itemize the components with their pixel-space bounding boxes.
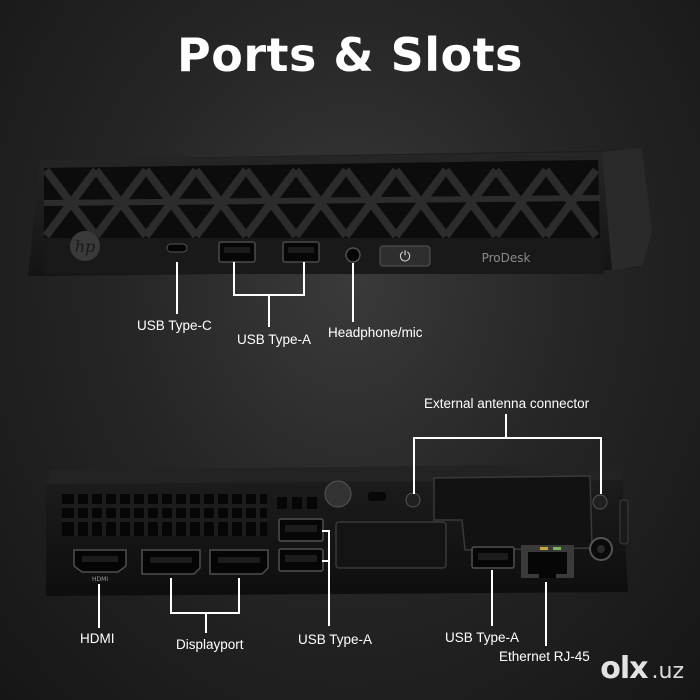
callout-line-usb-a-rear-top [322, 530, 330, 532]
label-hdmi: HDMI [80, 631, 115, 646]
headphone-jack [345, 247, 361, 263]
label-displayport: Displayport [176, 637, 244, 652]
front-panel: hp ⏻ ProDesk [28, 148, 652, 276]
callout-line-usb-a-single [491, 570, 493, 626]
hp-logo-icon [70, 231, 100, 261]
hdmi-print: HDMI [92, 576, 108, 583]
page-title: Ports & Slots [177, 28, 523, 82]
callout-line-usb-a-right [303, 262, 305, 295]
callout-line-antenna-right [600, 437, 602, 494]
hdmi-port [73, 549, 127, 573]
callout-line-antenna-left [413, 437, 415, 494]
io-cover [335, 521, 447, 569]
label-headphone-mic: Headphone/mic [328, 325, 423, 340]
callout-line-hdmi [98, 584, 100, 628]
callout-line-antenna-bar [413, 437, 602, 439]
olx-watermark: olx .uz [600, 651, 684, 686]
displayport-right [209, 549, 269, 575]
antenna-cap-right [592, 494, 608, 510]
callout-line-dp-right [238, 578, 240, 613]
callout-line-headphone [352, 263, 354, 322]
callout-line-antenna-stem [505, 414, 507, 438]
callout-line-ethernet [545, 582, 547, 646]
rear-panel: HDMI [46, 464, 629, 596]
callout-line-dp-left [170, 578, 172, 613]
thumb-screw [324, 480, 352, 508]
label-usb-type-a-rear-single: USB Type-A [445, 630, 520, 645]
label-usb-type-c: USB Type-C [137, 318, 212, 333]
label-ethernet-rj45: Ethernet RJ-45 [499, 649, 590, 664]
callout-line-usb-a-rear-stem [328, 530, 330, 626]
olx-domain: .uz [651, 659, 684, 684]
option-bay [433, 475, 593, 551]
hp-logo-text: hp [75, 237, 96, 256]
callout-line-usb-c [176, 262, 178, 314]
callout-line-usb-a-stem [268, 295, 270, 327]
power-icon: ⏻ [399, 249, 410, 265]
rear-vent [62, 494, 267, 536]
antenna-cap-left [405, 492, 421, 508]
olx-logo: olx [600, 651, 648, 686]
callout-line-dp-stem [205, 613, 207, 633]
displayport-left [141, 549, 201, 575]
ethernet-port [521, 545, 574, 578]
front-vent [42, 167, 601, 239]
callout-line-usb-a-rear-bottom [322, 560, 330, 562]
label-usb-type-a-rear-pair: USB Type-A [298, 632, 373, 647]
label-external-antenna: External antenna connector [424, 396, 590, 411]
power-button [379, 245, 431, 267]
prodesk-logo: ProDesk [482, 251, 531, 265]
callout-line-usb-a-left [233, 262, 235, 295]
label-usb-type-a-front: USB Type-A [237, 332, 312, 347]
usb-c-port [166, 243, 188, 253]
